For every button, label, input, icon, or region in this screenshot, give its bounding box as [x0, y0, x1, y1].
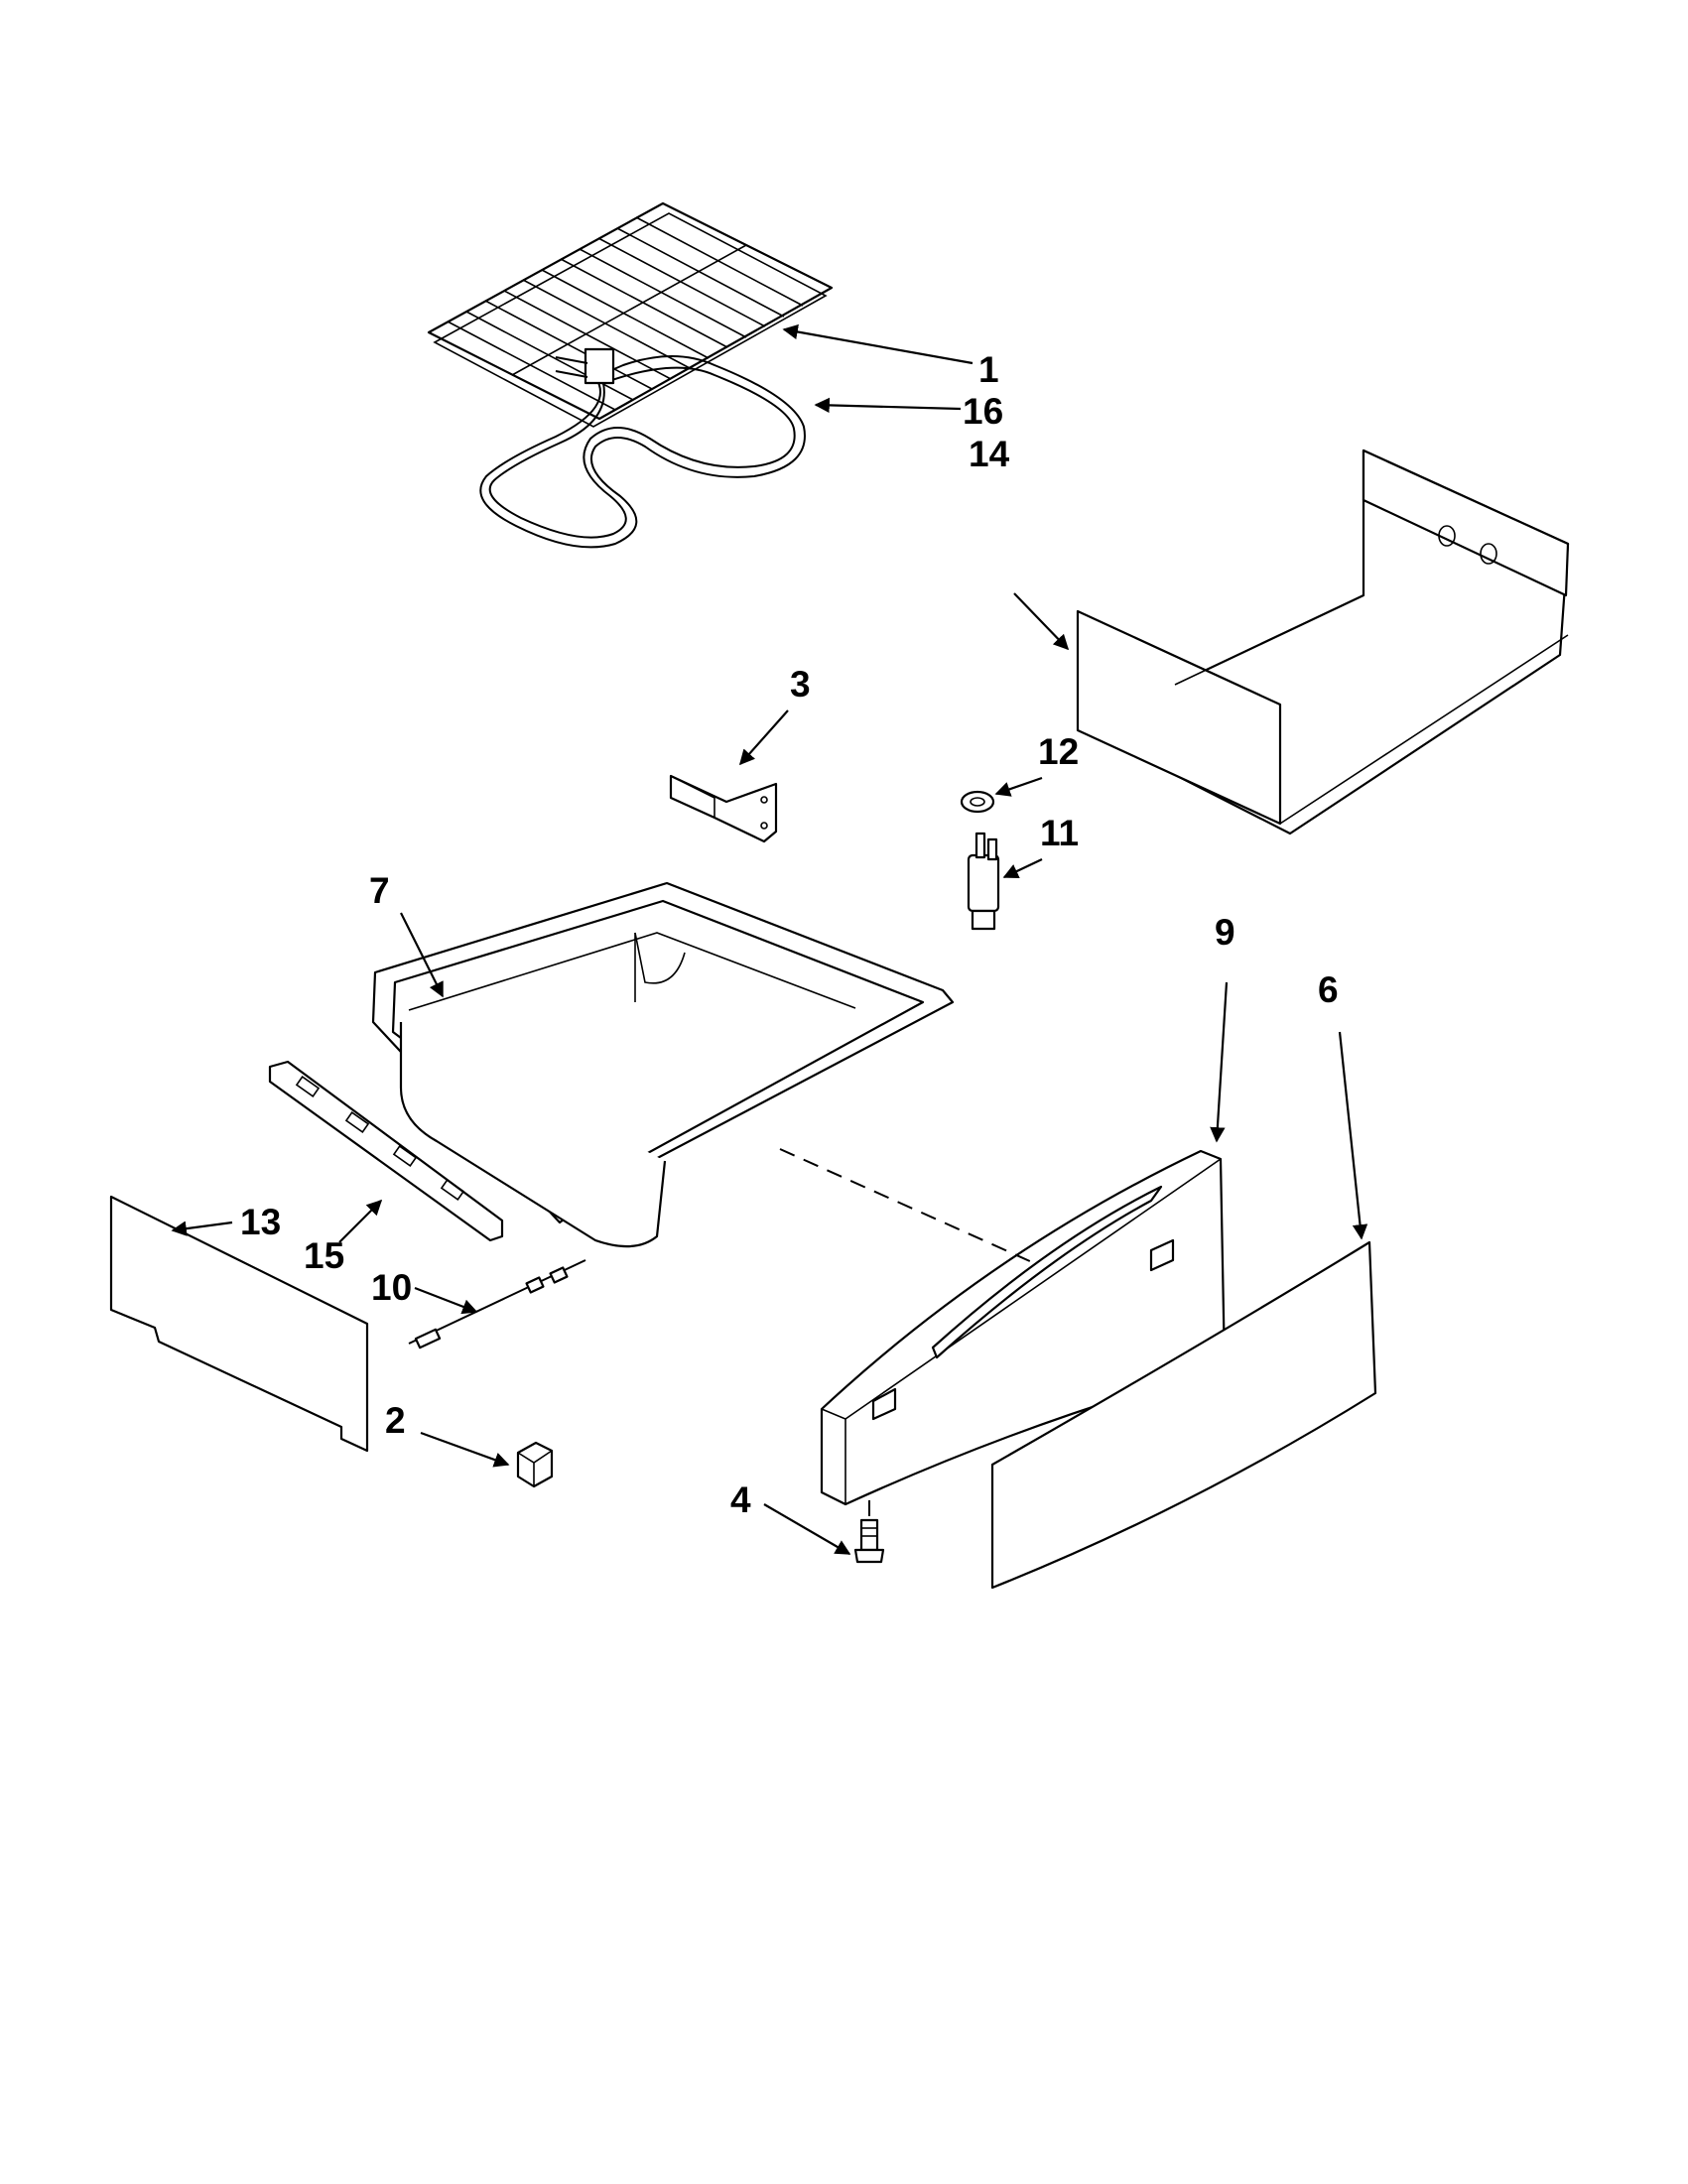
- callout-9: 9: [1215, 912, 1235, 953]
- callout-10: 10: [371, 1267, 412, 1308]
- glass-panel-part: [990, 1240, 1377, 1590]
- callout-6: 6: [1318, 969, 1339, 1010]
- callout-13: 13: [240, 1202, 281, 1242]
- callout-15: 15: [304, 1235, 344, 1276]
- drawer-front-part: [820, 1149, 1227, 1506]
- drawer-support-part: [1076, 449, 1570, 835]
- screw-part: [853, 1518, 885, 1564]
- callout-4: 4: [730, 1479, 751, 1520]
- side-panel-part: [109, 1195, 369, 1453]
- sensor-wire-part: [408, 1259, 586, 1349]
- leader-lines: [171, 323, 1368, 1555]
- callout-12: 12: [1038, 731, 1079, 772]
- hex-nut-part: [960, 790, 995, 814]
- callout-3: 3: [790, 664, 811, 705]
- drawer-pan-part: [371, 881, 955, 1248]
- bake-element-part: [479, 347, 806, 549]
- switch-part: [967, 832, 1000, 931]
- assembly-line: [779, 1148, 1033, 1263]
- callout-1: 1: [978, 349, 999, 390]
- bracket-part: [669, 774, 778, 843]
- oven-rack-part: [427, 201, 834, 428]
- cap-nut-part: [516, 1441, 554, 1488]
- callout-14: 14: [969, 434, 1010, 474]
- callout-labels: 1 16 14 3 12 11 7 9 6 13 15 10 2 4: [240, 349, 1339, 1520]
- callout-2: 2: [385, 1400, 406, 1441]
- callout-7: 7: [369, 870, 390, 911]
- callout-16: 16: [963, 391, 1003, 432]
- callout-11: 11: [1040, 813, 1079, 853]
- drawer-rail-part: [268, 1060, 504, 1242]
